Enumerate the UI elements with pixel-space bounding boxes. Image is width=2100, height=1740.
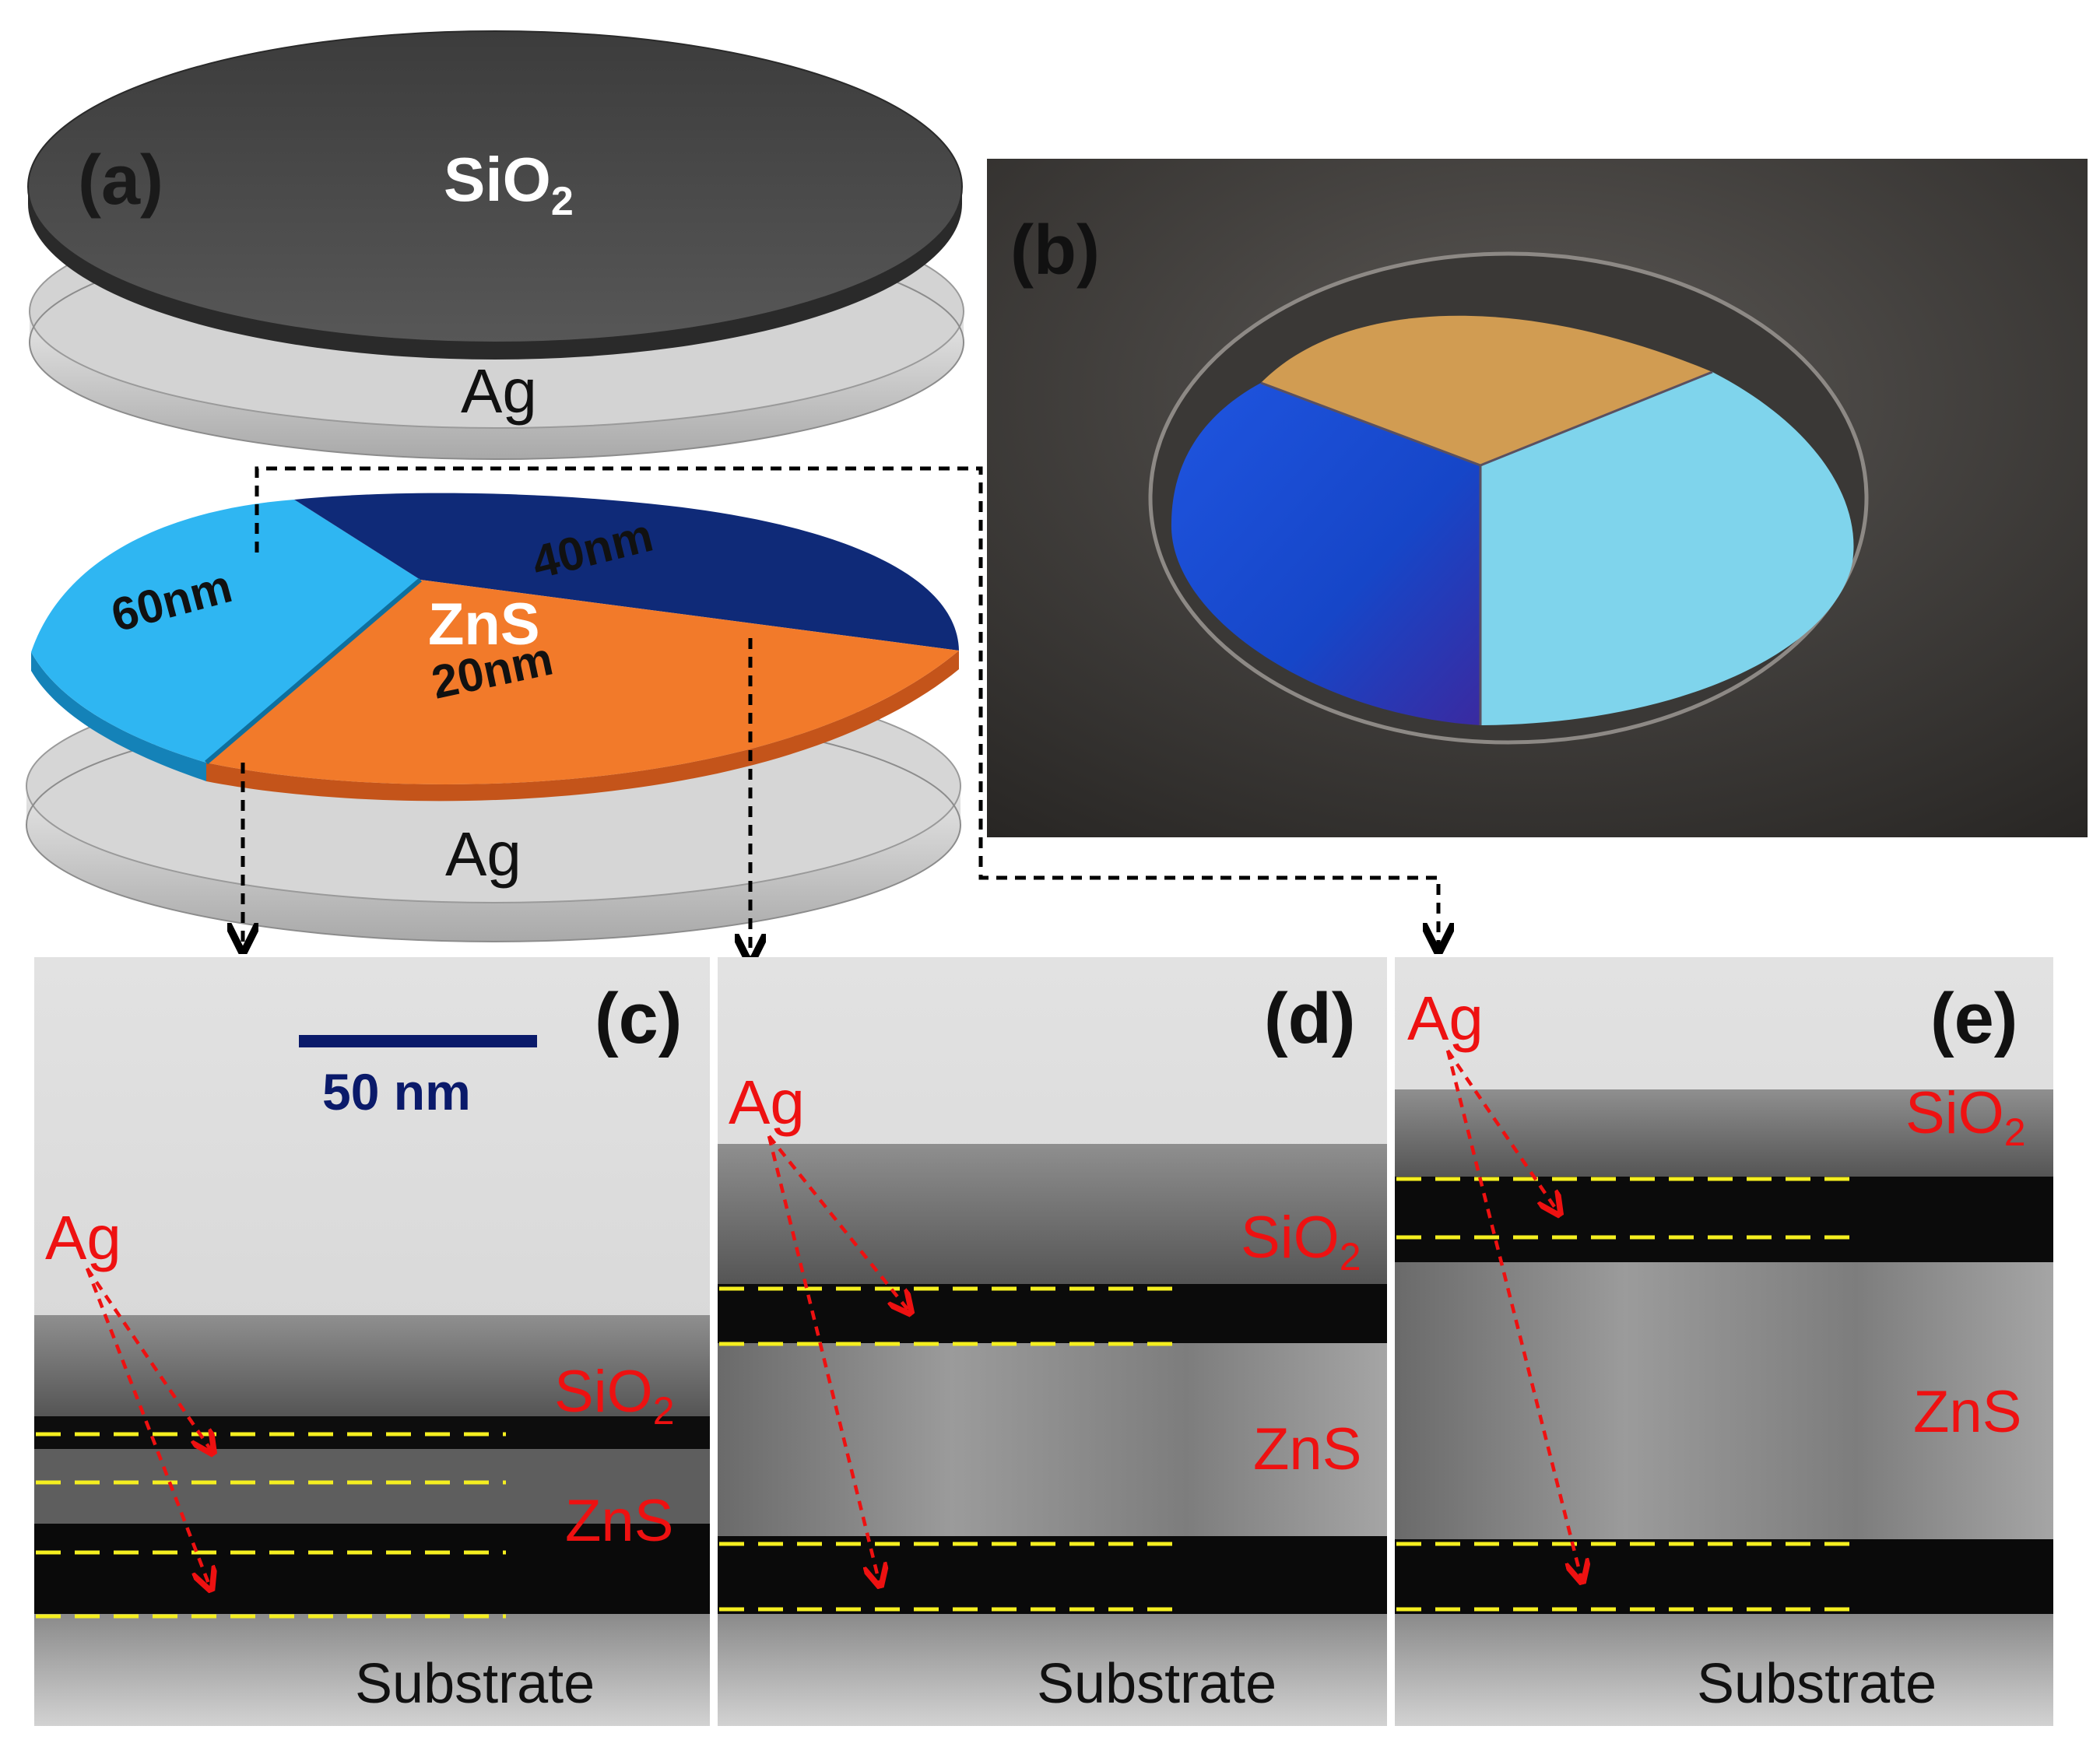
panel-e-ag-label: Ag bbox=[1407, 984, 1484, 1053]
panel-a bbox=[26, 30, 964, 942]
panel-d-substrate-label: Substrate bbox=[1037, 1653, 1277, 1715]
panel-e-sem bbox=[1395, 957, 2053, 1726]
spacer-label: ZnS bbox=[428, 591, 540, 658]
panel-e-tag: (e) bbox=[1930, 979, 2017, 1058]
ag-arrow-d-upper bbox=[767, 1135, 909, 1311]
sio2-disk bbox=[27, 30, 963, 360]
ag-arrow-d-lower bbox=[767, 1135, 880, 1584]
wafer-segment-dark-blue bbox=[1171, 383, 1480, 725]
panel-a-tag: (a) bbox=[78, 142, 163, 219]
panel-c-ag-label: Ag bbox=[45, 1203, 121, 1272]
panel-c-zns-label: ZnS bbox=[565, 1488, 673, 1554]
ag-arrow-e-lower bbox=[1445, 1050, 1582, 1580]
ag-disk-bottom-label: Ag bbox=[445, 819, 521, 889]
scale-bar bbox=[299, 1035, 537, 1047]
zns-segment-20nm bbox=[206, 580, 959, 785]
panel-e-sio2-label: SiO2 bbox=[1905, 1080, 2026, 1154]
ag-disk-top-label: Ag bbox=[461, 356, 537, 426]
zns-segment-60nm bbox=[31, 500, 420, 763]
scale-bar-label: 50 nm bbox=[322, 1063, 471, 1121]
wafer-segment-gold bbox=[1261, 315, 1712, 465]
panel-e-zns-label: ZnS bbox=[1913, 1379, 2021, 1445]
interface-lines bbox=[36, 1177, 1860, 1619]
panel-c-substrate-label: Substrate bbox=[355, 1653, 595, 1715]
panel-d-sio2-label: SiO2 bbox=[1241, 1205, 1361, 1279]
connector-60nm-to-e bbox=[255, 466, 1438, 948]
panel-d-tag: (d) bbox=[1264, 979, 1355, 1058]
panel-d-sem bbox=[718, 957, 1387, 1726]
sio2-disk-label: SiO2 bbox=[444, 145, 574, 224]
ag-arrow-c-lower bbox=[85, 1268, 210, 1587]
ag-arrow-c-upper bbox=[86, 1267, 212, 1451]
panel-c-tag: (c) bbox=[595, 979, 682, 1058]
connector-arrows bbox=[243, 466, 1438, 959]
panel-e-substrate-label: Substrate bbox=[1697, 1653, 1937, 1715]
zns-pie bbox=[31, 493, 959, 802]
panel-b-tag: (b) bbox=[1010, 212, 1100, 289]
panel-b-photo bbox=[987, 159, 2088, 837]
ag-arrows bbox=[85, 1049, 1582, 1587]
panel-c-sio2-label: SiO2 bbox=[554, 1359, 675, 1433]
zns-segment-40nm bbox=[294, 493, 959, 651]
wafer-segment-light-blue bbox=[1480, 372, 1854, 725]
panel-d-ag-label: Ag bbox=[729, 1068, 805, 1137]
panel-d-zns-label: ZnS bbox=[1253, 1416, 1361, 1482]
